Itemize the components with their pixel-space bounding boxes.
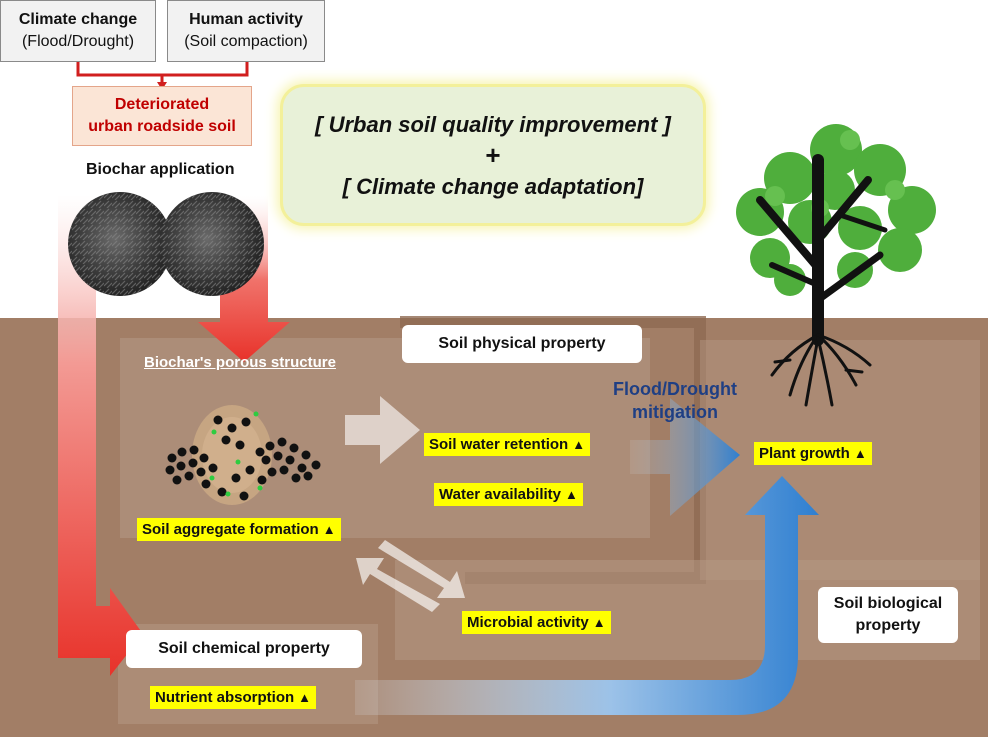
goal-plus: +: [485, 139, 501, 170]
effect-water-retention: Soil water retention▲: [424, 433, 591, 456]
climate-change-sub: (Flood/Drought): [21, 33, 135, 50]
increase-icon: ▲: [565, 487, 578, 502]
arrow-mitigation: [630, 398, 740, 516]
soil-aggregate-icon: [165, 405, 321, 505]
human-activity-box: Human activity (Soil compaction): [167, 0, 325, 62]
deteriorated-soil-box: Deteriorated urban roadside soil: [72, 86, 252, 146]
increase-icon: ▲: [298, 690, 312, 705]
red-arrow-left: [58, 195, 143, 676]
effect-nutrient-absorption: Nutrient absorption▲: [150, 686, 317, 709]
arrow-from-microbial: [356, 558, 440, 612]
biological-property-box: Soil biological property: [818, 587, 958, 643]
effect-plant-growth: Plant growth▲: [754, 442, 872, 465]
deteriorated-line2: urban roadside soil: [88, 118, 236, 135]
mitigation-label: Flood/Drought mitigation: [600, 378, 750, 424]
effect-microbial-activity: Microbial activity▲: [462, 611, 611, 634]
chemical-property-label: Soil chemical property: [158, 640, 330, 657]
increase-icon: ▲: [572, 437, 586, 452]
arrow-to-water-retention: [345, 396, 420, 464]
increase-icon: ▲: [592, 615, 606, 630]
physical-property-box: Soil physical property: [402, 325, 642, 363]
climate-change-title: Climate change: [18, 11, 138, 28]
goal-line1: [ Urban soil quality improvement ]: [315, 111, 671, 137]
goal-box: [ Urban soil quality improvement ] + [ C…: [280, 84, 706, 226]
human-activity-title: Human activity: [189, 11, 303, 28]
biological-property-line2: property: [855, 617, 921, 634]
human-activity-sub: (Soil compaction): [184, 33, 308, 50]
blue-arrow-to-plant: [355, 476, 819, 715]
climate-change-box: Climate change (Flood/Drought): [0, 0, 156, 62]
mitigation-line2: mitigation: [632, 402, 718, 422]
input-connector: [76, 62, 249, 84]
increase-icon: ▲: [322, 522, 336, 537]
effect-water-availability: Water availability▲: [434, 483, 583, 506]
increase-icon: ▲: [853, 446, 867, 461]
chemical-property-box: Soil chemical property: [126, 630, 362, 668]
biological-property-line1: Soil biological: [833, 595, 943, 612]
arrow-to-microbial: [378, 540, 465, 598]
mitigation-line1: Flood/Drought: [613, 379, 737, 399]
biochar-particles-icon: [68, 192, 264, 296]
porous-structure-label: Biochar's porous structure: [144, 354, 336, 371]
goal-line2: [ Climate change adaptation]: [342, 173, 644, 199]
deteriorated-line1: Deteriorated: [114, 96, 210, 113]
physical-property-label: Soil physical property: [438, 335, 606, 352]
tree-icon: [736, 124, 936, 407]
effect-aggregate-formation: Soil aggregate formation▲: [137, 518, 341, 541]
biochar-application-label: Biochar application: [86, 161, 235, 178]
